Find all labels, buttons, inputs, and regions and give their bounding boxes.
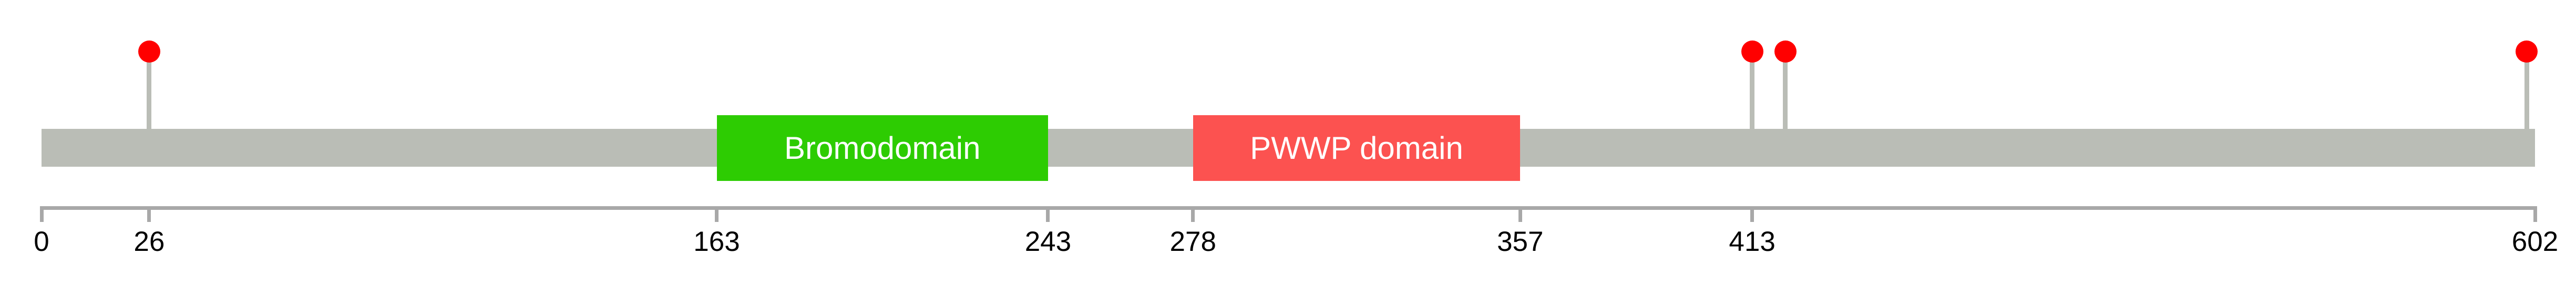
axis-tick bbox=[1191, 206, 1195, 222]
domain-label: Bromodomain bbox=[784, 130, 981, 166]
lollipop-marker bbox=[1741, 40, 1763, 63]
lollipop-stick bbox=[147, 52, 152, 129]
axis-tick-label: 243 bbox=[1024, 226, 1072, 257]
axis-tick bbox=[147, 206, 151, 222]
axis-tick-label: 357 bbox=[1497, 226, 1544, 257]
axis-tick bbox=[1046, 206, 1050, 222]
axis-tick-label: 602 bbox=[2511, 226, 2559, 257]
domain-box-bromodomain: Bromodomain bbox=[716, 115, 1048, 181]
axis-tick-label: 0 bbox=[34, 226, 49, 257]
axis-tick bbox=[1518, 206, 1522, 222]
axis-tick-label: 278 bbox=[1169, 226, 1216, 257]
domain-box-pwwp-domain: PWWP domain bbox=[1193, 115, 1521, 181]
x-axis-line bbox=[39, 206, 2537, 210]
axis-tick-label: 26 bbox=[134, 226, 165, 257]
lollipop-marker bbox=[2516, 40, 2538, 63]
lollipop-marker bbox=[1774, 40, 1797, 63]
axis-tick-label: 413 bbox=[1729, 226, 1776, 257]
lollipop-marker bbox=[138, 40, 160, 63]
axis-tick bbox=[2533, 206, 2537, 222]
axis-tick-label: 163 bbox=[693, 226, 740, 257]
lollipop-stick bbox=[1750, 52, 1755, 129]
axis-tick bbox=[39, 206, 44, 222]
domain-label: PWWP domain bbox=[1250, 130, 1463, 166]
axis-tick bbox=[715, 206, 719, 222]
axis-tick bbox=[1750, 206, 1754, 222]
lollipop-stick bbox=[1783, 52, 1788, 129]
lollipop-stick bbox=[2524, 52, 2529, 129]
